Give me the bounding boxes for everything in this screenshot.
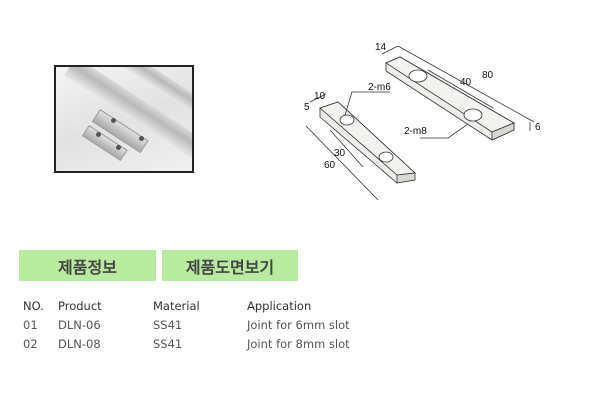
tab-product-drawing[interactable]: 제품도면보기 bbox=[162, 250, 298, 281]
dimension-label-height-6: 6 bbox=[535, 122, 541, 133]
small-joint-plate bbox=[305, 91, 416, 201]
dimension-label-hole-spacing-30: 30 bbox=[334, 148, 346, 159]
technical-drawing: 14 80 40 6 2-m8 10 5 2-m6 30 60 bbox=[304, 42, 541, 201]
cell-application: Joint for 8mm slot bbox=[247, 336, 350, 351]
header-no: NO. bbox=[23, 298, 44, 313]
cell-no: 01 bbox=[23, 317, 38, 332]
large-joint-plate bbox=[381, 45, 535, 141]
cell-no: 02 bbox=[23, 336, 38, 351]
cell-product: DLN-08 bbox=[58, 336, 101, 351]
dimension-label-length-80: 80 bbox=[482, 70, 494, 81]
dimension-label-length-60: 60 bbox=[324, 160, 336, 171]
tab-product-info[interactable]: 제품정보 bbox=[19, 250, 156, 281]
dimension-label-hole-m6: 2-m6 bbox=[368, 82, 391, 93]
table-row: 01 DLN-06 SS41 Joint for 6mm slot bbox=[23, 315, 350, 334]
product-spec-table: NO. Product Material Application 01 DLN-… bbox=[23, 296, 350, 353]
product-photo bbox=[54, 65, 194, 173]
header-application: Application bbox=[247, 298, 312, 313]
cell-material: SS41 bbox=[153, 336, 183, 351]
header-product: Product bbox=[58, 298, 102, 313]
header-material: Material bbox=[153, 298, 200, 313]
dimension-label-width-14: 14 bbox=[375, 42, 387, 53]
dimension-label-hole-spacing-40: 40 bbox=[460, 77, 472, 88]
dimension-label-width-10: 10 bbox=[314, 91, 326, 102]
table-header-row: NO. Product Material Application bbox=[23, 296, 350, 315]
dimension-label-hole-m8: 2-m8 bbox=[404, 126, 427, 137]
dimension-label-height-5: 5 bbox=[304, 102, 310, 113]
cell-product: DLN-06 bbox=[58, 317, 101, 332]
cell-material: SS41 bbox=[153, 317, 183, 332]
table-row: 02 DLN-08 SS41 Joint for 8mm slot bbox=[23, 334, 350, 353]
cell-application: Joint for 6mm slot bbox=[247, 317, 350, 332]
